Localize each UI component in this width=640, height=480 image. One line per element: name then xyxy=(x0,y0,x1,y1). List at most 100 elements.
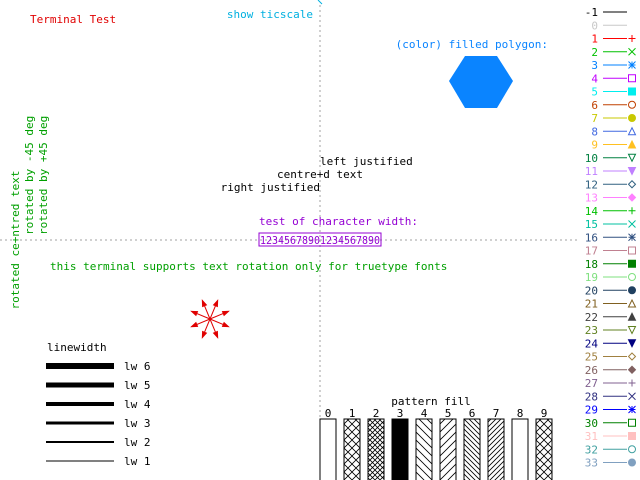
legend-label: 18 xyxy=(585,258,598,271)
rotated-plus45-text: rotated by +45 deg xyxy=(37,116,50,235)
legend-label: 17 xyxy=(585,245,598,258)
legend-entry: 32 xyxy=(585,443,636,456)
point-symbol xyxy=(628,418,636,427)
point-symbol xyxy=(627,352,637,361)
legend-entry: 30 xyxy=(585,417,636,430)
legend-entry: 13 xyxy=(585,192,637,205)
pattern-index-label: 1 xyxy=(349,407,356,420)
legend-entry: 3 xyxy=(591,59,636,72)
point-symbol xyxy=(628,74,636,83)
legend-label: 4 xyxy=(591,72,598,85)
legend-entry: 29 xyxy=(585,404,636,417)
point-symbol xyxy=(628,458,636,467)
right-justified-text: right justified xyxy=(221,181,320,194)
ticscale-label: show ticscale xyxy=(227,8,313,21)
arrow-head xyxy=(190,310,199,317)
legend-entry: 11 xyxy=(585,165,637,178)
legend-label: 25 xyxy=(585,351,598,364)
legend-label: 29 xyxy=(585,404,598,417)
legend-entry: 31 xyxy=(585,430,636,443)
legend-label: 9 xyxy=(591,139,598,152)
pattern-index-label: 4 xyxy=(421,407,428,420)
legend-entry: 1 xyxy=(591,33,636,46)
legend-entry: 20 xyxy=(585,284,636,297)
point-symbol xyxy=(628,233,636,242)
legend-entry: 9 xyxy=(591,139,637,152)
linewidth-label: lw 4 xyxy=(124,398,151,411)
legend-label: 7 xyxy=(591,112,598,125)
pattern-index-label: 5 xyxy=(445,407,452,420)
arrow-head xyxy=(212,330,219,339)
pattern-swatch xyxy=(391,418,409,480)
char-width-box xyxy=(258,232,382,247)
point-symbol xyxy=(627,298,637,308)
polygon-label: (color) filled polygon: xyxy=(396,38,548,51)
point-symbol xyxy=(628,445,636,454)
pattern-swatch xyxy=(439,418,457,480)
legend-entry: 19 xyxy=(585,271,636,284)
legend-entry: 10 xyxy=(585,152,637,165)
point-symbol xyxy=(628,392,636,401)
arrow-head xyxy=(221,310,230,317)
legend-label: 24 xyxy=(585,337,599,350)
linewidth-title: linewidth xyxy=(47,341,107,354)
legend-label: 27 xyxy=(585,377,598,390)
legend-label: 13 xyxy=(585,192,598,205)
pattern-index-label: 9 xyxy=(541,407,548,420)
linewidth-label: lw 5 xyxy=(124,379,151,392)
rotation-note: this terminal supports text rotation onl… xyxy=(50,260,447,273)
pattern-swatch xyxy=(343,418,361,480)
legend-label: 11 xyxy=(585,165,598,178)
point-symbol xyxy=(628,100,636,109)
legend-entry: 15 xyxy=(585,218,636,231)
point-symbol xyxy=(628,220,636,228)
legend-label: 2 xyxy=(591,46,598,59)
legend-entry: 16 xyxy=(585,231,636,244)
point-symbol xyxy=(628,379,636,387)
point-symbol xyxy=(628,61,636,69)
pattern-swatch xyxy=(319,418,337,480)
point-symbol xyxy=(627,365,637,374)
point-symbol xyxy=(628,432,636,440)
legend-entry: 27 xyxy=(585,377,636,390)
pattern-index-label: 3 xyxy=(397,407,404,420)
pattern-index-label: 8 xyxy=(517,407,524,420)
point-symbol xyxy=(627,126,637,136)
pattern-index-label: 6 xyxy=(469,407,476,420)
legend-entry: -1 xyxy=(585,6,627,19)
legend-entry: 7 xyxy=(591,112,636,125)
point-symbol xyxy=(628,405,636,414)
pattern-swatch xyxy=(463,418,481,480)
legend-entry: 8 xyxy=(591,125,637,138)
legend-label: 0 xyxy=(591,19,598,32)
point-symbol xyxy=(628,246,636,255)
rotated-minus45-text: rotated by -45 deg xyxy=(23,116,36,235)
legend-label: 26 xyxy=(585,364,598,377)
legend-label: 22 xyxy=(585,311,598,324)
point-symbol xyxy=(627,153,637,163)
legend-entry: 2 xyxy=(591,46,636,59)
arrow-head xyxy=(201,330,208,339)
arrow-head xyxy=(190,321,199,328)
legend-entry: 17 xyxy=(585,245,636,258)
point-symbol xyxy=(627,193,637,202)
legend-label: 5 xyxy=(591,86,598,99)
legend-label: 23 xyxy=(585,324,598,337)
legend-entry: 21 xyxy=(585,298,637,311)
pattern-fill-title: pattern fill xyxy=(391,395,470,408)
pattern-swatch xyxy=(535,418,553,480)
pattern-swatch xyxy=(415,418,433,480)
legend-entry: 33 xyxy=(585,457,636,470)
legend-label: 15 xyxy=(585,218,598,231)
legend-entry: 14 xyxy=(585,205,636,218)
point-symbol xyxy=(627,312,637,321)
point-symbol xyxy=(628,273,636,281)
legend-label: 8 xyxy=(591,125,598,138)
legend-entry: 28 xyxy=(585,390,636,403)
linewidth-label: lw 3 xyxy=(124,417,151,430)
pattern-index-label: 2 xyxy=(373,407,380,420)
legend-label: 3 xyxy=(591,59,598,72)
centred-text: centre+d text xyxy=(277,168,363,181)
char-width-label: test of character width: xyxy=(259,215,418,228)
